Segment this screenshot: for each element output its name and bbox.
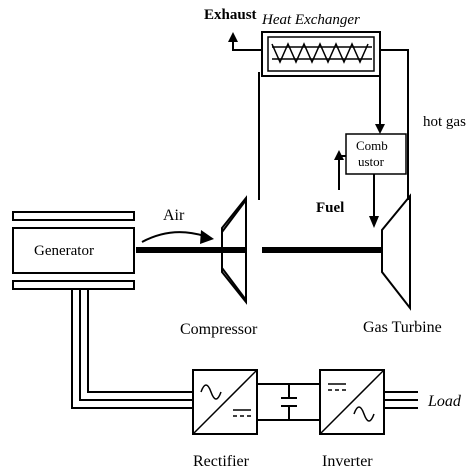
- exhaust-label: Exhaust: [204, 7, 257, 23]
- capacitor-icon: [281, 397, 297, 407]
- heat-exchanger: [261, 31, 381, 77]
- generator-output-cables: [71, 289, 193, 409]
- air-intake: [141, 230, 214, 244]
- exhaust-flow: [228, 32, 262, 51]
- compressor-body: [221, 195, 247, 305]
- rectifier: [192, 369, 258, 435]
- inverter-label: Inverter: [322, 453, 373, 470]
- load-cables: [384, 391, 418, 409]
- preheated-air-line: [375, 76, 385, 134]
- exhaust-arrow-icon: [228, 32, 238, 42]
- combustor-to-turbine-line: [369, 174, 379, 228]
- compressor-label: Compressor: [180, 321, 258, 338]
- fuel-label: Fuel: [316, 200, 344, 216]
- rectifier-label: Rectifier: [193, 453, 250, 470]
- fuel-line: [334, 150, 346, 190]
- arrow-up-icon: [334, 150, 344, 160]
- heat-exchanger-label: Heat Exchanger: [261, 12, 360, 28]
- heat-exchanger-coil: [271, 42, 369, 64]
- hot-gas-label: hot gas: [423, 114, 466, 130]
- hot-gas-return-line: [380, 49, 409, 200]
- dc-link: [257, 383, 320, 421]
- combustor: [345, 133, 407, 175]
- inverter: [319, 369, 385, 435]
- load-label: Load: [427, 393, 462, 410]
- arrow-right-icon: [200, 230, 214, 244]
- ac-wave-icon: [353, 406, 375, 422]
- generator: [12, 211, 135, 290]
- gas-turbine-label: Gas Turbine: [363, 319, 442, 336]
- generator-label: Generator: [34, 243, 94, 259]
- arrow-down-icon: [375, 124, 385, 134]
- arrow-down-icon: [369, 216, 379, 228]
- gas-turbine-body: [381, 193, 411, 311]
- ac-wave-icon: [200, 384, 222, 400]
- air-label: Air: [163, 207, 185, 224]
- combustor-label-line2: ustor: [358, 154, 385, 169]
- combustor-label-line1: Comb: [356, 138, 388, 153]
